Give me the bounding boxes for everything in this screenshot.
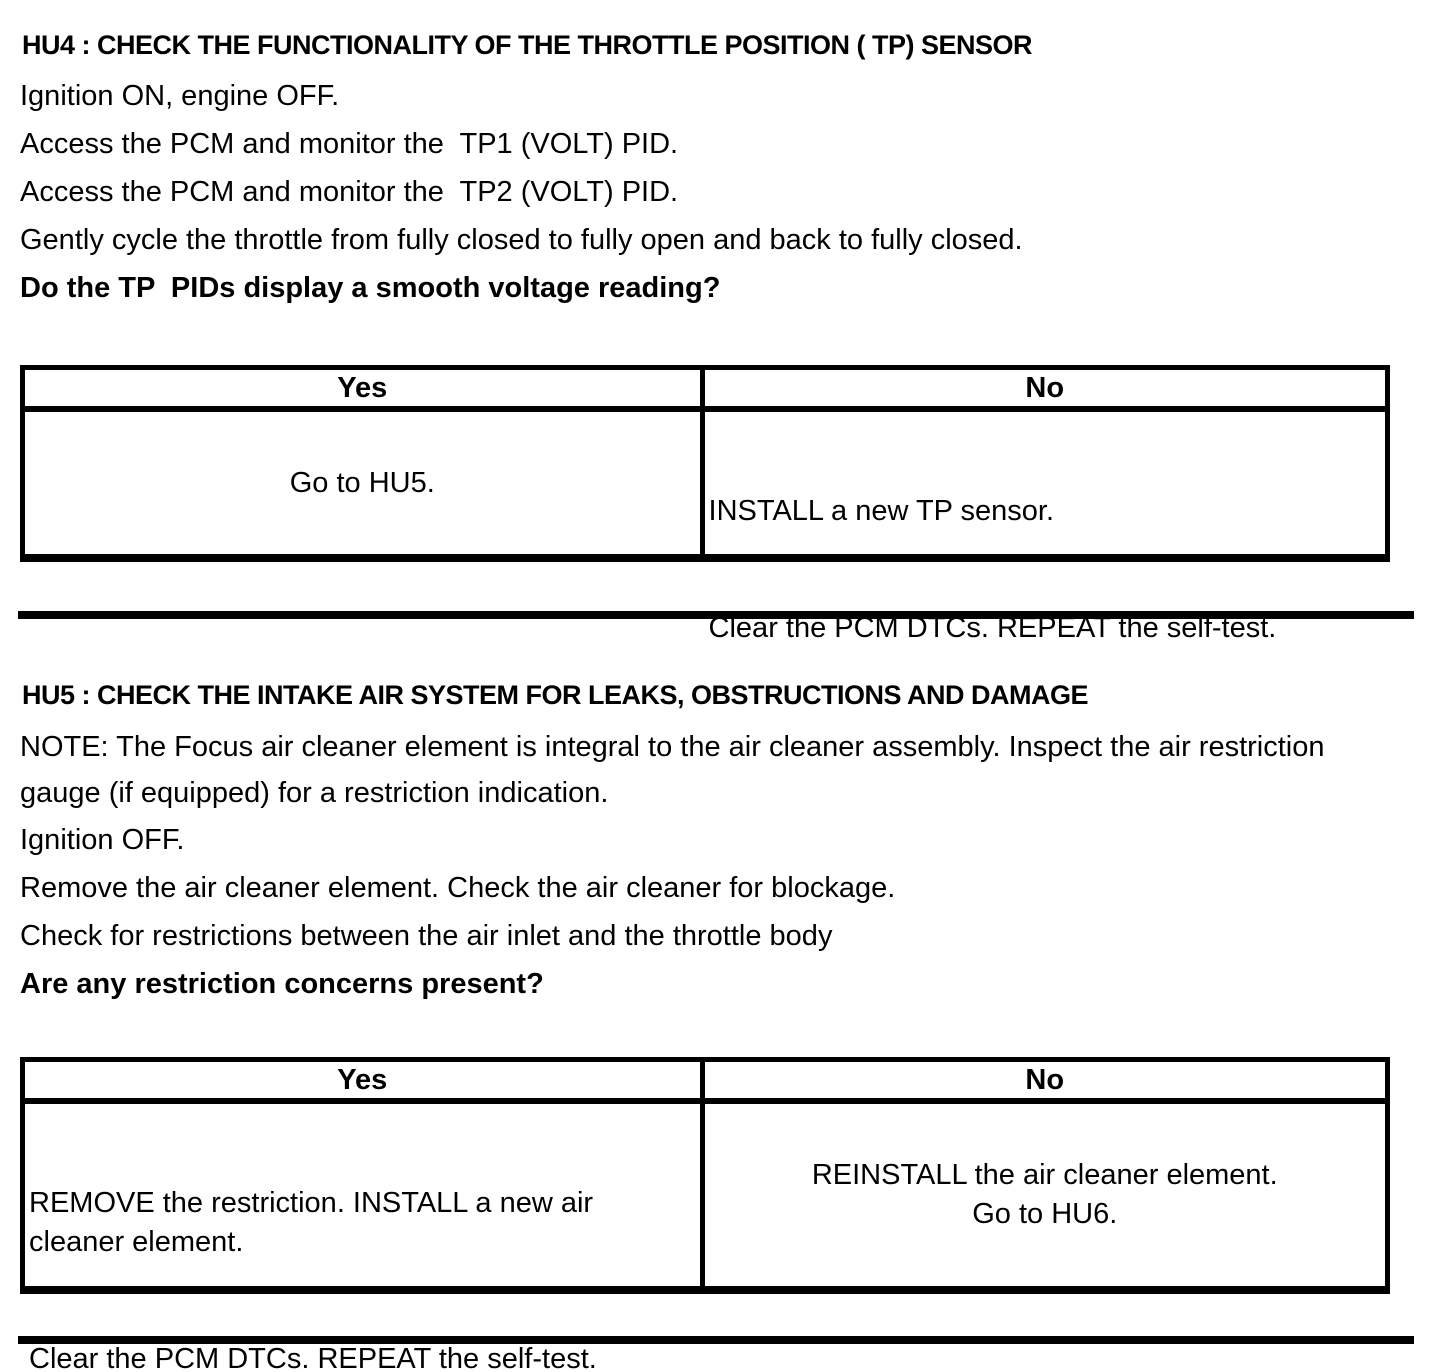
section-hu4-heading: HU4 : CHECK THE FUNCTIONALITY OF THE THR… bbox=[22, 30, 1033, 60]
decision-table-hu5: Yes No REMOVE the restriction. INSTALL a… bbox=[20, 1057, 1390, 1372]
table-header-row: Yes No bbox=[25, 370, 1385, 412]
step-line: Ignition ON, engine OFF. bbox=[20, 80, 340, 112]
section-hu4: HU4 : CHECK THE FUNCTIONALITY OF THE THR… bbox=[20, 30, 1416, 644]
section-hu5-steps: Ignition OFF. Remove the air cleaner ele… bbox=[20, 816, 1416, 1008]
section-hu5-question: Are any restriction concerns present? bbox=[20, 968, 544, 1000]
table-header-row: Yes No bbox=[25, 1062, 1385, 1104]
cell-line: Clear the PCM DTCs. REPEAT the self-test… bbox=[708, 612, 1277, 644]
cell-line: Go to HU6. bbox=[972, 1198, 1118, 1230]
step-line: Remove the air cleaner element. Check th… bbox=[20, 872, 896, 904]
table-cell-no: REINSTALL the air cleaner element. Go to… bbox=[699, 1104, 1385, 1286]
cell-line: REMOVE the restriction. INSTALL a new ai… bbox=[29, 1187, 602, 1258]
step-line: Access the PCM and monitor the TP1 (VOLT… bbox=[20, 128, 679, 160]
table-cell-yes: Go to HU5. bbox=[25, 412, 700, 554]
page-bottom-rule bbox=[18, 1336, 1414, 1344]
table-body-row: REMOVE the restriction. INSTALL a new ai… bbox=[25, 1104, 1385, 1372]
step-line: Gently cycle the throttle from fully clo… bbox=[20, 224, 1023, 256]
cell-line: REINSTALL the air cleaner element. bbox=[811, 1159, 1278, 1191]
table-cell-no: INSTALL a new TP sensor. Clear the PCM D… bbox=[699, 412, 1385, 644]
section-divider-rule bbox=[18, 611, 1414, 619]
section-hu5-heading: HU5 : CHECK THE INTAKE AIR SYSTEM FOR LE… bbox=[22, 680, 1089, 710]
step-line: Check for restrictions between the air i… bbox=[20, 920, 833, 952]
table-cell-yes: REMOVE the restriction. INSTALL a new ai… bbox=[25, 1104, 700, 1372]
decision-table-hu4: Yes No Go to HU5. INSTALL a new TP senso… bbox=[20, 365, 1390, 644]
step-line: Access the PCM and monitor the TP2 (VOLT… bbox=[20, 176, 679, 208]
cell-line: Go to HU5. bbox=[289, 466, 435, 499]
step-line: Ignition OFF. bbox=[20, 824, 185, 856]
table-header-yes: Yes bbox=[337, 371, 388, 404]
section-hu5-note: NOTE: The Focus air cleaner element is i… bbox=[20, 724, 1416, 816]
table-header-yes: Yes bbox=[337, 1063, 388, 1096]
table-body-row: Go to HU5. INSTALL a new TP sensor. Clea… bbox=[25, 412, 1385, 644]
table-header-no: No bbox=[699, 1062, 1385, 1098]
table-header-no: No bbox=[699, 370, 1385, 406]
cell-line: INSTALL a new TP sensor. bbox=[708, 495, 1055, 527]
section-hu4-question: Do the TP PIDs display a smooth voltage … bbox=[20, 272, 721, 304]
note-line: NOTE: The Focus air cleaner element is i… bbox=[20, 731, 1333, 809]
section-hu4-steps: Ignition ON, engine OFF. Access the PCM … bbox=[20, 72, 1416, 312]
section-hu5: HU5 : CHECK THE INTAKE AIR SYSTEM FOR LE… bbox=[20, 680, 1416, 1372]
cell-line: Clear the PCM DTCs. REPEAT the self-test… bbox=[29, 1343, 597, 1372]
